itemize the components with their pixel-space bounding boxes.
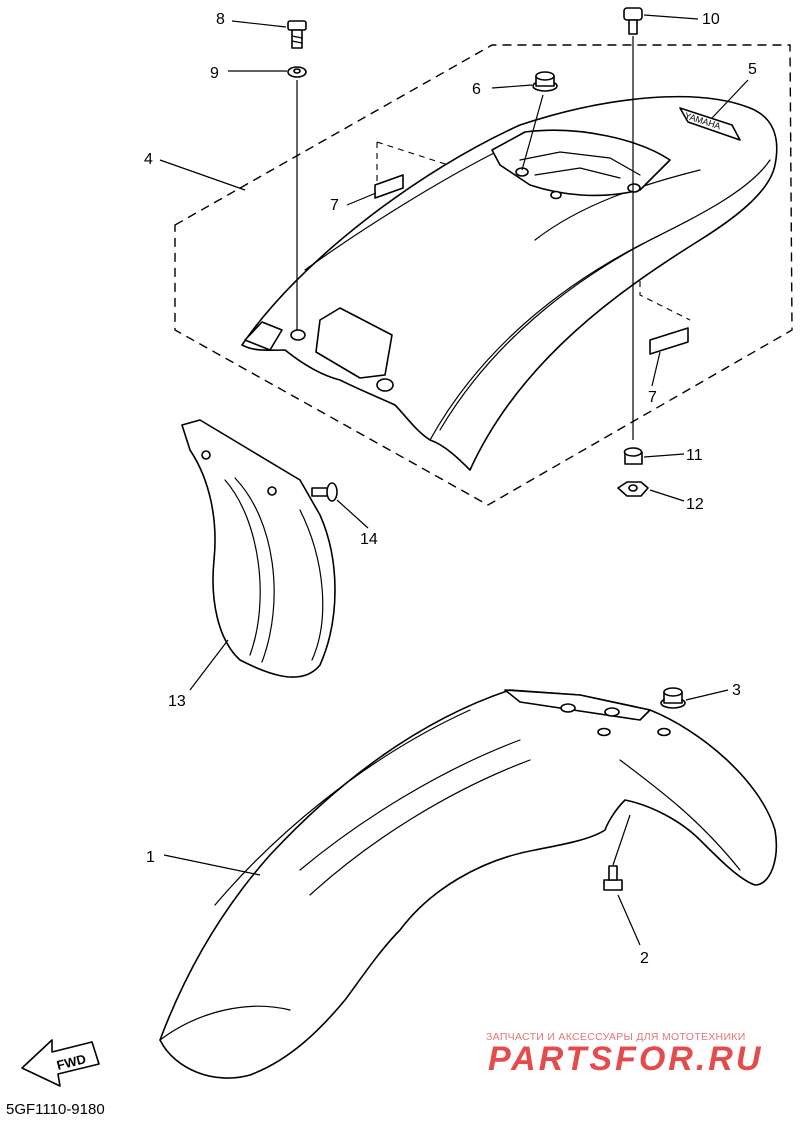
leader-11 bbox=[643, 453, 685, 458]
leader-6b bbox=[521, 94, 544, 171]
callout-10: 10 bbox=[702, 11, 720, 28]
leader-7-lower bbox=[651, 351, 661, 387]
decal-lower bbox=[649, 327, 689, 355]
collar-11 bbox=[623, 447, 643, 465]
leader-10 bbox=[643, 14, 699, 20]
rear-flap-13 bbox=[181, 419, 336, 678]
grommet-6 bbox=[532, 71, 558, 92]
leader-14 bbox=[336, 499, 369, 529]
leader-5 bbox=[711, 79, 749, 119]
callout-2: 2 bbox=[640, 950, 649, 967]
leader-8 bbox=[231, 20, 287, 28]
leader-4 bbox=[159, 159, 246, 191]
leader-2 bbox=[617, 894, 641, 946]
callout-13: 13 bbox=[168, 693, 186, 710]
leader-3 bbox=[685, 689, 729, 701]
callout-7-upper: 7 bbox=[330, 197, 339, 214]
diagram-code: 5GF1110-9180 bbox=[6, 1101, 105, 1118]
callout-14: 14 bbox=[360, 531, 378, 548]
front-fender bbox=[159, 689, 778, 1079]
fwd-label: FWD bbox=[55, 1051, 87, 1073]
bolt-10 bbox=[623, 7, 643, 35]
leader-7-upper bbox=[346, 192, 377, 206]
decal-location-bracket-lower bbox=[639, 270, 691, 321]
nut-12 bbox=[617, 481, 649, 497]
callout-6: 6 bbox=[472, 81, 481, 98]
leader-12 bbox=[649, 489, 685, 502]
leader-6 bbox=[491, 84, 533, 89]
rear-fender-assembly-outline bbox=[174, 44, 793, 506]
callout-8: 8 bbox=[216, 11, 225, 28]
callout-12: 12 bbox=[686, 496, 704, 513]
callout-3: 3 bbox=[732, 682, 741, 699]
screw-14 bbox=[311, 482, 338, 502]
washer-9 bbox=[287, 66, 307, 78]
watermark-logo: PARTSFOR.RU bbox=[488, 1040, 764, 1078]
callout-9: 9 bbox=[210, 65, 219, 82]
watermark-tagline: ЗАПЧАСТИ И АКСЕССУАРЫ ДЛЯ МОТОТЕХНИКИ bbox=[486, 1031, 746, 1043]
grommet-3 bbox=[660, 687, 686, 709]
decal-location-bracket-upper bbox=[376, 142, 392, 186]
callout-4: 4 bbox=[144, 151, 153, 168]
rear-fender bbox=[241, 95, 778, 471]
callout-11: 11 bbox=[686, 447, 703, 464]
leader-1 bbox=[163, 854, 261, 876]
callout-1: 1 bbox=[146, 849, 155, 866]
forward-direction-arrow: FWD bbox=[21, 1039, 100, 1087]
callout-7-lower: 7 bbox=[648, 389, 657, 406]
bolt-2 bbox=[603, 814, 631, 891]
leader-13 bbox=[189, 639, 229, 691]
callout-5: 5 bbox=[748, 61, 757, 78]
bolt-8 bbox=[287, 20, 307, 49]
